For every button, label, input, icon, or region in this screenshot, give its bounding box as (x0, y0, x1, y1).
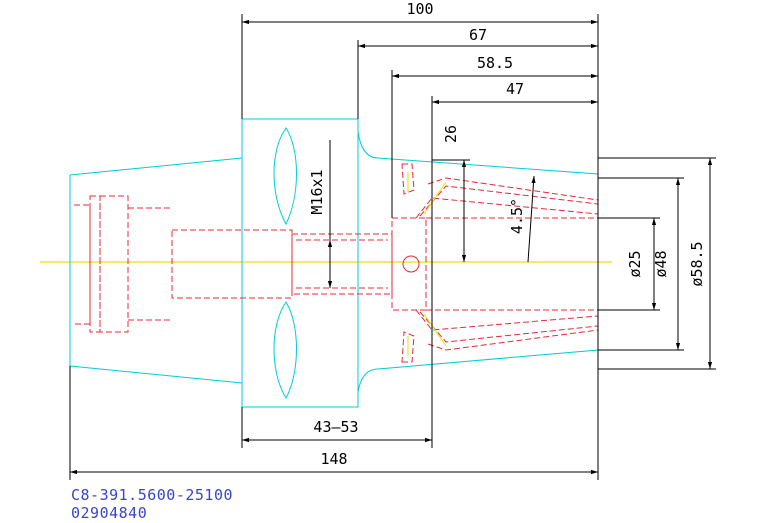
dim-dia-58-5: ø58.5 (688, 241, 706, 286)
hidden-lines (74, 163, 599, 363)
collet-contour (407, 172, 447, 356)
part-number: C8-391.5600-25100 (71, 486, 234, 504)
part-outline (69, 118, 599, 408)
order-code: 02904840 (71, 504, 148, 522)
dim-47: 47 (506, 80, 524, 98)
drive-slot-top (273, 127, 297, 226)
drive-slot-bottom (273, 301, 297, 400)
dim-43-53: 43–53 (313, 418, 358, 436)
dim-58-5: 58.5 (477, 54, 513, 72)
dim-148: 148 (320, 450, 347, 468)
dim-26: 26 (442, 125, 460, 143)
dim-dia-25: ø25 (626, 250, 644, 277)
dim-angle: 4.5° (508, 198, 526, 234)
dim-67: 67 (469, 26, 487, 44)
dim-thread: M16x1 (308, 169, 326, 214)
dimension-lines (69, 14, 716, 480)
dim-100: 100 (406, 0, 433, 18)
dim-dia-48: ø48 (652, 250, 670, 277)
